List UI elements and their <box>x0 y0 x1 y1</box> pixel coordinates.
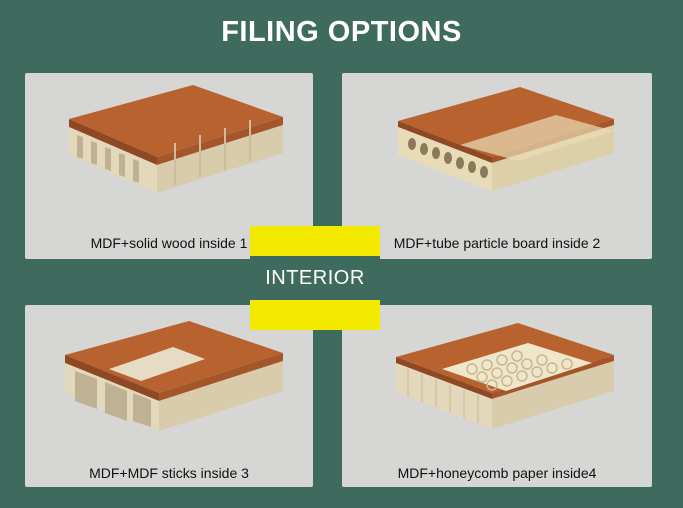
solid-wood-board-illustration <box>69 85 283 193</box>
option-card-tube-particle-board: MDF+tube particle board inside 2 <box>342 73 652 259</box>
option-caption: MDF+honeycomb paper inside4 <box>397 465 597 481</box>
option-card-solid-wood: MDF+solid wood inside 1 <box>25 73 313 259</box>
option-caption: MDF+tube particle board inside 2 <box>393 235 601 251</box>
interior-label: INTERIOR <box>250 226 380 330</box>
page-title: FILING OPTIONS <box>221 16 462 48</box>
option-caption: MDF+solid wood inside 1 <box>90 235 248 251</box>
mdf-sticks-board-illustration <box>65 321 283 431</box>
interior-label-text: INTERIOR <box>250 256 380 300</box>
tube-particle-board-illustration <box>398 87 614 191</box>
option-card-mdf-sticks: MDF+MDF sticks inside 3 <box>25 305 313 487</box>
honeycomb-paper-board-illustration <box>396 323 614 429</box>
option-caption: MDF+MDF sticks inside 3 <box>89 465 249 481</box>
option-card-honeycomb-paper: MDF+honeycomb paper inside4 <box>342 305 652 487</box>
